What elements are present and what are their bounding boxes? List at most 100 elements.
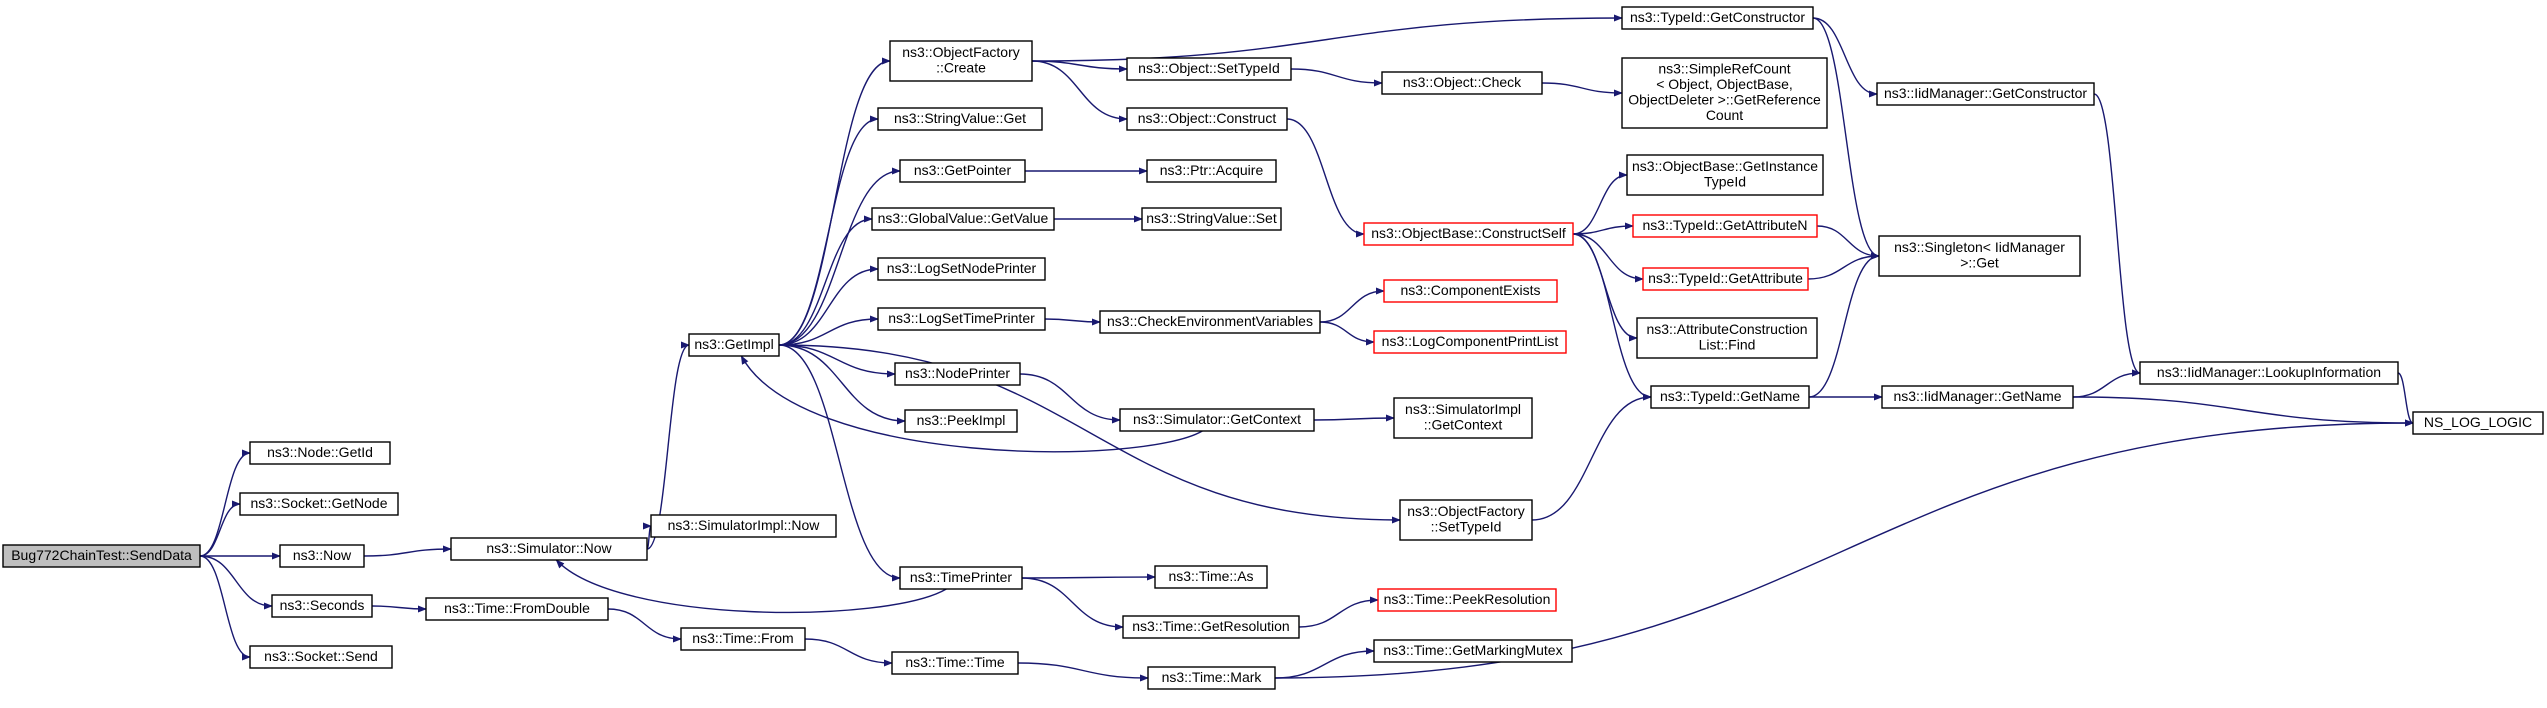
node-markingmutex[interactable]: ns3::Time::GetMarkingMutex [1373,639,1573,663]
node-timeas[interactable]: ns3::Time::As [1154,565,1268,589]
edge-getimpl-to-lognode [778,265,879,346]
node-simplerefcount[interactable]: ns3::SimpleRefCount< Object, ObjectBase,… [1621,57,1828,129]
node-peekres[interactable]: ns3::Time::PeekResolution [1377,588,1557,612]
node-simimplnow[interactable]: ns3::SimulatorImpl::Now [650,514,837,538]
node-objcheck[interactable]: ns3::Object::Check [1381,71,1543,95]
node-ofcreate[interactable]: ns3::ObjectFactory::Create [889,40,1033,82]
node-box [889,40,1033,82]
node-getattrn[interactable]: ns3::TypeId::GetAttributeN [1632,214,1818,238]
node-label: ns3::Simulator::GetContext [1133,411,1301,427]
node-label: ns3::Socket::Send [264,648,378,664]
node-getname[interactable]: ns3::TypeId::GetName [1650,385,1810,409]
node-strset[interactable]: ns3::StringValue::Set [1141,207,1282,231]
node-box [1099,310,1321,334]
node-box [1399,499,1533,541]
node-box [1126,57,1292,81]
node-nodeprinter[interactable]: ns3::NodePrinter [894,362,1021,386]
node-getpointer[interactable]: ns3::GetPointer [899,159,1026,183]
node-iidgetname[interactable]: ns3::IidManager::GetName [1881,385,2074,409]
edge-getctor-to-iidgetctor [1812,17,1878,98]
node-simimplgetctx[interactable]: ns3::SimulatorImpl::GetContext [1393,397,1533,439]
node-label: ns3::ObjectFactory [1407,503,1525,519]
node-strget[interactable]: ns3::StringValue::Get [877,107,1043,131]
node-lookup[interactable]: ns3::IidManager::LookupInformation [2139,361,2399,385]
node-nslog[interactable]: NS_LOG_LOGIC [2412,411,2544,435]
node-timeprinter[interactable]: ns3::TimePrinter [899,566,1023,590]
node-label: NS_LOG_LOGIC [2424,414,2532,430]
node-label: ns3::Now [293,547,352,563]
edge-root-to-getid [199,449,251,557]
node-layer: Bug772ChainTest::SendData ns3::Node::GetI… [2,6,2544,690]
node-box [2412,411,2544,435]
node-getctor[interactable]: ns3::TypeId::GetConstructor [1621,6,1814,30]
node-getattr[interactable]: ns3::TypeId::GetAttribute [1642,267,1809,291]
node-checkenv[interactable]: ns3::CheckEnvironmentVariables [1099,310,1321,334]
node-constructself[interactable]: ns3::ObjectBase::ConstructSelf [1363,222,1574,246]
node-box [1126,107,1288,131]
node-from[interactable]: ns3::Time::From [680,627,806,651]
edge-constructself-to-getname [1572,233,1652,401]
node-box [1626,154,1824,196]
node-label: ns3::PeekImpl [917,412,1006,428]
node-send[interactable]: ns3::Socket::Send [249,645,393,669]
node-peekimpl[interactable]: ns3::PeekImpl [904,409,1018,433]
edge-getimpl-to-nodeprinter [778,344,896,378]
node-root[interactable]: Bug772ChainTest::SendData [2,544,201,568]
node-getimpl[interactable]: ns3::GetImpl [688,333,780,357]
node-label: Bug772ChainTest::SendData [11,547,192,563]
node-fromdouble[interactable]: ns3::Time::FromDouble [425,597,609,621]
edge-objcheck-to-simplerefcount [1541,82,1623,97]
edge-getimpl-to-peekimpl [778,344,906,425]
edge-constructself-to-getinsttypeid [1572,171,1628,235]
edge-timeprinter-to-getres [1021,577,1124,631]
edge-checkenv-to-compexists [1319,287,1385,323]
node-box [279,544,365,568]
edge-lookup-to-nslog [2397,372,2414,427]
node-box [894,362,1021,386]
edge-iidgetname-to-nslog [2072,396,2414,427]
node-label: ns3::TypeId::GetConstructor [1630,9,1805,25]
node-construct[interactable]: ns3::Object::Construct [1126,107,1288,131]
node-lognode[interactable]: ns3::LogSetNodePrinter [877,257,1046,281]
node-logtime[interactable]: ns3::LogSetTimePrinter [877,307,1046,331]
node-now[interactable]: ns3::Now [279,544,365,568]
node-label: ns3::SimulatorImpl::Now [668,517,821,533]
edge-getname-to-singleton [1808,252,1880,398]
node-mark[interactable]: ns3::Time::Mark [1147,666,1276,690]
edge-ofcreate-to-settypeid [1031,60,1128,73]
node-label: ns3::LogComponentPrintList [1382,333,1559,349]
node-label: ns3::Ptr::Acquire [1160,162,1264,178]
node-label: TypeId [1704,174,1746,190]
node-simgetctx[interactable]: ns3::Simulator::GetContext [1119,408,1315,432]
node-box [680,627,806,651]
node-settypeid[interactable]: ns3::Object::SetTypeId [1126,57,1292,81]
node-box [1876,82,2095,106]
node-iidgetctor[interactable]: ns3::IidManager::GetConstructor [1876,82,2095,106]
node-label: ObjectDeleter >::GetReference [1628,92,1821,108]
node-box [1154,565,1268,589]
node-singleton[interactable]: ns3::Singleton< IidManager>::Get [1878,235,2081,277]
node-label: ns3::Time::From [692,630,793,646]
node-label: ns3::Object::SetTypeId [1138,60,1280,76]
node-simnow[interactable]: ns3::Simulator::Now [450,537,648,561]
node-box [1878,235,2081,277]
node-ptracquire[interactable]: ns3::Ptr::Acquire [1146,159,1277,183]
node-label: ns3::SimulatorImpl [1405,401,1521,417]
node-box [1119,408,1315,432]
node-time[interactable]: ns3::Time::Time [891,651,1019,675]
edge-checkenv-to-logcompprint [1319,321,1375,346]
node-ofsettypeid[interactable]: ns3::ObjectFactory::SetTypeId [1399,499,1533,541]
node-getid[interactable]: ns3::Node::GetId [249,441,391,465]
node-getres[interactable]: ns3::Time::GetResolution [1122,615,1300,639]
node-compexists[interactable]: ns3::ComponentExists [1383,279,1558,303]
node-seconds[interactable]: ns3::Seconds [271,594,373,618]
node-label: ns3::ComponentExists [1400,282,1540,298]
node-logcompprint[interactable]: ns3::LogComponentPrintList [1373,330,1567,354]
node-gvgetvalue[interactable]: ns3::GlobalValue::GetValue [871,207,1055,231]
edge-layer [199,14,2414,682]
node-box [1373,330,1567,354]
node-getnode[interactable]: ns3::Socket::GetNode [239,492,399,516]
